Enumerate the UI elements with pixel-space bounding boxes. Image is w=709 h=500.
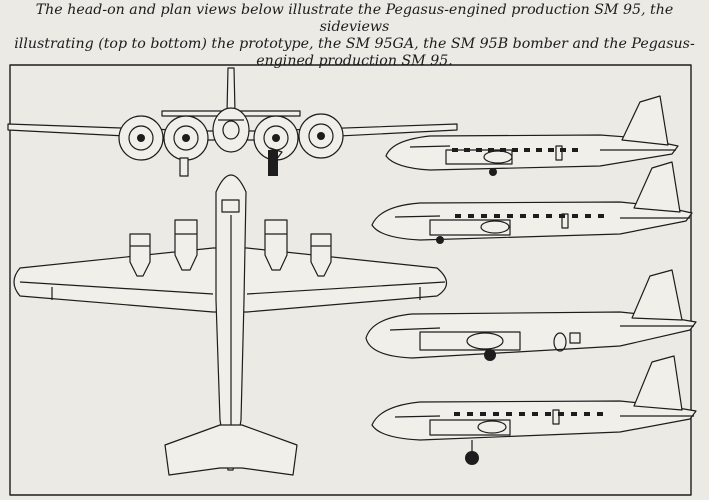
cabin-window [548,148,554,152]
cabin-window [467,412,473,416]
cabin-window [493,412,499,416]
cabin-window [507,214,513,218]
cabin-window [480,412,486,416]
cabin-window [598,214,604,218]
cabin-window [452,148,458,152]
cabin-window [584,412,590,416]
cabin-window [559,214,565,218]
cabin-window [597,412,603,416]
cabin-window [532,412,538,416]
cabin-window [545,412,551,416]
cabin-window [481,214,487,218]
cabin-window [464,148,470,152]
sideview-sm95b-bomber [365,269,697,361]
cabin-window [572,148,578,152]
cabin-window [533,214,539,218]
cabin-window [571,412,577,416]
head-on-view [7,67,458,177]
cabin-window [506,412,512,416]
cabin-window [546,214,552,218]
cabin-window [585,214,591,218]
sideview-sm95ga [371,161,693,244]
cabin-window [558,412,564,416]
cabin-window [500,148,506,152]
plan-view [13,174,448,476]
cabin-window [512,148,518,152]
caption-line-1: The head-on and plan views below illustr… [35,2,674,35]
caption-line-2: illustrating (top to bottom) the prototy… [14,36,695,52]
cabin-window [520,214,526,218]
cabin-window [468,214,474,218]
cabin-window [488,148,494,152]
cabin-window [536,148,542,152]
cabin-window [524,148,530,152]
drawing-frame [9,64,692,496]
cabin-window [476,148,482,152]
sideview-prototype [385,95,679,176]
cabin-window [560,148,566,152]
cabin-window [494,214,500,218]
cabin-window [572,214,578,218]
cabin-window [455,214,461,218]
cabin-window [454,412,460,416]
sideview-production-pegasus [371,355,697,465]
cabin-window [519,412,525,416]
